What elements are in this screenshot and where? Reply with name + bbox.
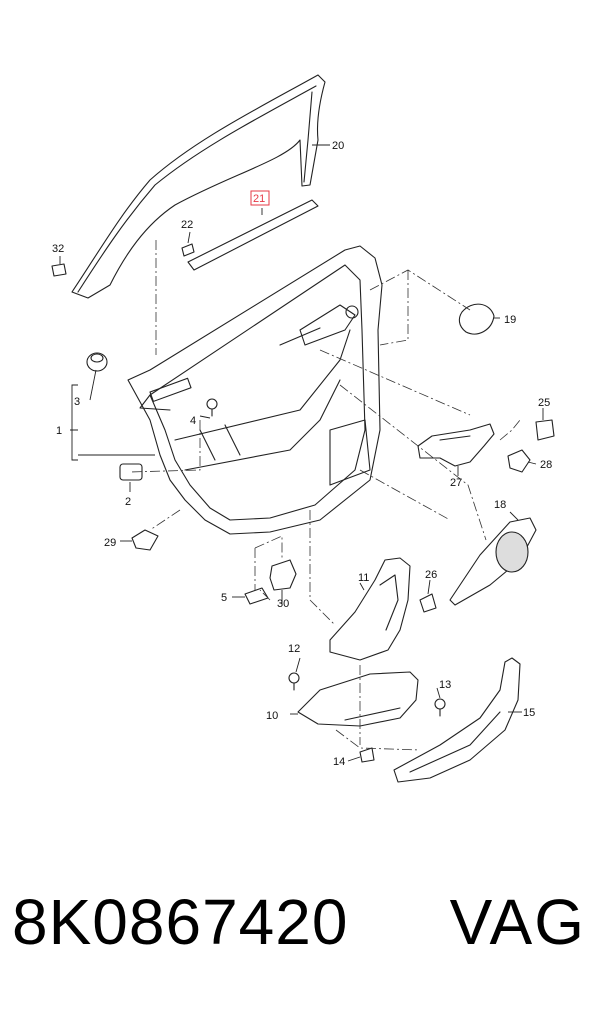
part-28-clip [507,449,531,473]
callout-14: 14 [333,756,345,768]
callout-29: 29 [104,537,116,549]
part-11-pull-handle [329,557,411,661]
callout-13: 13 [439,679,451,691]
callout-20: 20 [332,140,344,152]
part-12-screw [288,672,300,691]
callout-21-highlight [250,190,270,206]
callout-19: 19 [504,314,516,326]
callout-22: 22 [181,219,193,231]
callout-30: 30 [277,598,289,610]
part-22-clip [181,243,195,257]
callout-26: 26 [425,569,437,581]
part-27-handle [417,423,495,467]
callout-21: 21 [253,193,265,205]
part-29-cover [131,529,159,551]
callout-25: 25 [538,397,550,409]
callout-11: 11 [358,572,369,584]
part-13-screw [434,698,446,717]
callout-labels: 20 21 22 32 19 3 1 4 25 28 27 2 18 29 11… [52,140,552,768]
part-14-clip [359,747,375,763]
part-20-window-trim [71,74,326,299]
callout-27: 27 [450,477,462,489]
part-1-door-panel [127,245,383,535]
footer: 8K0867420 VAG [0,885,600,995]
part-5-clip [244,587,269,605]
callout-32: 32 [52,243,64,255]
part-3-grommet [86,352,108,372]
part-21-rail-strip [187,199,319,271]
part-32-clip [51,263,67,277]
callout-1: 1 [56,425,62,437]
callout-28: 28 [540,459,552,471]
part-19-cover [458,303,495,335]
part-26-clip [419,593,437,613]
callout-5: 5 [221,592,227,604]
callout-12: 12 [288,643,300,655]
part-15-trim-strip [393,657,521,783]
callout-4: 4 [190,415,196,427]
part-18-speaker-grille [449,517,537,606]
part-number: 8K0867420 [12,886,349,958]
part-4-screw [206,398,218,417]
callout-15: 15 [523,707,535,719]
callout-10: 10 [266,710,278,722]
brand-label: VAG [449,886,586,958]
callout-2: 2 [125,496,131,508]
part-10-armrest [297,671,419,727]
callout-18: 18 [494,499,506,511]
part-30-switch [269,559,297,591]
callout-3: 3 [74,396,80,408]
part-25-cap [535,419,555,441]
